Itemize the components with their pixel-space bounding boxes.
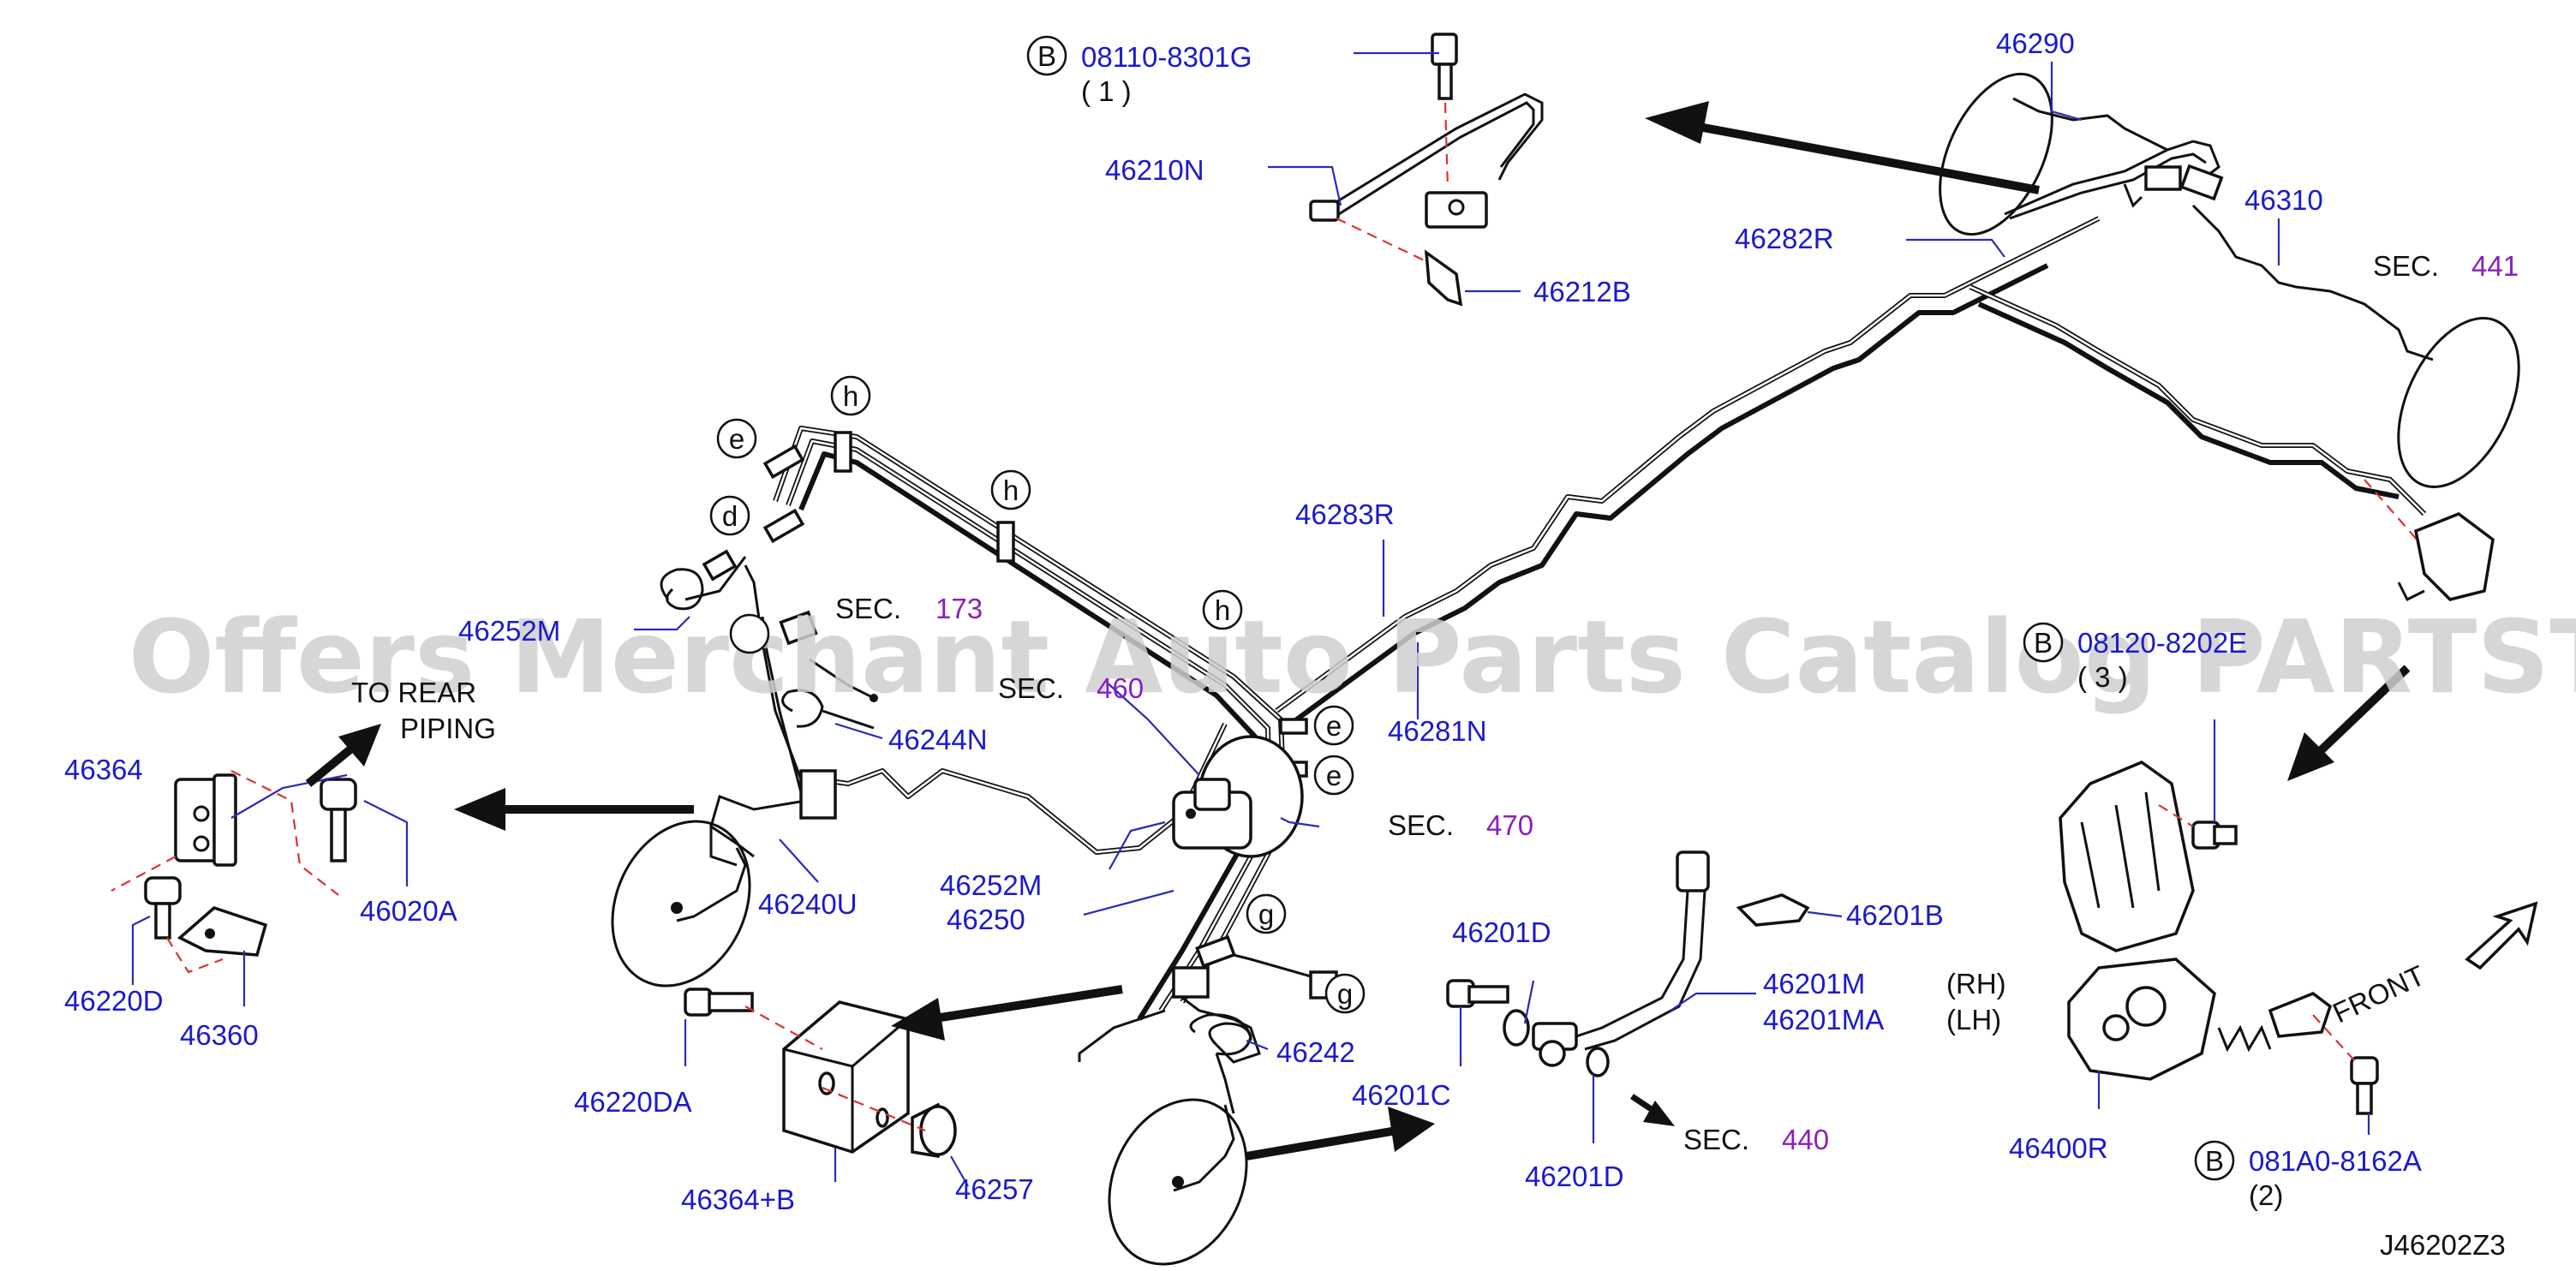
label-46244N: 46244N xyxy=(888,724,988,755)
label-46212B: 46212B xyxy=(1533,276,1631,307)
label-sec-441-word: SEC. xyxy=(2373,250,2439,282)
label-46201D-bottom: 46201D xyxy=(1525,1161,1624,1192)
label-sec-460-word: SEC. xyxy=(998,672,1064,704)
label-lh: (LH) xyxy=(1946,1004,2001,1035)
label-piping: PIPING xyxy=(400,713,496,744)
label-46201MA: 46201MA xyxy=(1763,1004,1884,1035)
label-46252M-top: 46252M xyxy=(458,615,560,647)
part-46201M-hose xyxy=(1446,850,1810,1077)
label-46240U: 46240U xyxy=(758,888,858,920)
label-46281N: 46281N xyxy=(1388,715,1487,747)
label-46201C: 46201C xyxy=(1352,1079,1451,1111)
clip-letter-g1: g xyxy=(1258,898,1274,930)
label-46310: 46310 xyxy=(2244,184,2323,216)
label-sec-441-num: 441 xyxy=(2471,250,2519,282)
label-46210N: 46210N xyxy=(1105,154,1204,186)
part-46364B-block xyxy=(684,988,957,1158)
clip-letter-d: d xyxy=(722,500,738,532)
label-081A0-qty: (2) xyxy=(2249,1179,2283,1211)
label-46250: 46250 xyxy=(947,904,1025,935)
clip-letter-h1: h xyxy=(843,380,858,412)
label-46360: 46360 xyxy=(180,1019,259,1051)
label-rh: (RH) xyxy=(1946,968,2006,999)
clip-letter-e2: e xyxy=(1326,710,1342,742)
b-marker-bottom: B xyxy=(2205,1145,2224,1177)
label-sec-460-num: 460 xyxy=(1097,672,1144,704)
label-46257: 46257 xyxy=(955,1173,1034,1205)
pipe-clips xyxy=(702,164,2224,999)
label-46020A: 46020A xyxy=(360,895,457,927)
label-46283R: 46283R xyxy=(1295,498,1395,530)
label-46220D: 46220D xyxy=(64,985,164,1017)
label-46252M-mid: 46252M xyxy=(940,869,1042,901)
clip-letter-h2: h xyxy=(1003,474,1019,506)
label-46290: 46290 xyxy=(1996,27,2075,59)
clip-letter-e3: e xyxy=(1326,760,1342,791)
label-08120-8202E: 08120-8202E xyxy=(2077,627,2247,659)
label-sec-440-num: 440 xyxy=(1782,1124,1829,1155)
clip-callouts: e h h d h e e g g B B B xyxy=(709,35,2235,1181)
label-46201D-top: 46201D xyxy=(1452,916,1551,948)
b-marker-top: B xyxy=(1037,40,1056,72)
label-sec-470-num: 470 xyxy=(1486,809,1533,841)
label-46364: 46364 xyxy=(64,754,143,785)
label-sec-470-word: SEC. xyxy=(1388,809,1454,841)
label-46220DA: 46220DA xyxy=(574,1086,692,1118)
diagram-code: J46202Z3 xyxy=(2380,1229,2506,1261)
label-46364B: 46364+B xyxy=(681,1184,795,1215)
brake-discs xyxy=(611,72,2520,1266)
label-to-rear: TO REAR xyxy=(351,677,476,708)
label-sec-173-num: 173 xyxy=(935,593,983,624)
part-labels: 08110-8301G ( 1 ) 46210N 46212B 46290 46… xyxy=(64,27,2519,1261)
label-46242: 46242 xyxy=(1276,1036,1355,1068)
clip-letter-e1: e xyxy=(729,423,744,455)
part-46400R-caliper xyxy=(2059,479,2495,1115)
label-08110-8301G: 08110-8301G xyxy=(1081,41,1252,73)
part-46364-bracket-group xyxy=(111,770,357,974)
direction-arrows xyxy=(305,101,2538,1161)
label-08110-qty: ( 1 ) xyxy=(1081,75,1132,107)
label-081A0-8162A: 081A0-8162A xyxy=(2249,1145,2422,1177)
label-08120-qty: ( 3 ) xyxy=(2077,661,2128,693)
label-front: FRONT xyxy=(2328,959,2430,1029)
b-marker-right: B xyxy=(2034,627,2053,659)
part-46210N-pipe xyxy=(1309,33,1544,307)
master-cylinder xyxy=(1172,735,1304,858)
label-46201M: 46201M xyxy=(1763,968,1865,999)
label-sec-440-word: SEC. xyxy=(1683,1124,1749,1155)
clip-letter-g2: g xyxy=(1337,978,1353,1010)
leader-lines xyxy=(131,51,2370,1187)
label-46201B: 46201B xyxy=(1846,899,1944,931)
clip-letter-h3: h xyxy=(1215,594,1230,626)
label-46400R: 46400R xyxy=(2009,1132,2108,1164)
watermark-text: Offers Merchant Auto Parts Catalog PARTS… xyxy=(129,598,2576,716)
label-46282R: 46282R xyxy=(1735,223,1834,254)
label-sec-173-word: SEC. xyxy=(835,593,901,624)
